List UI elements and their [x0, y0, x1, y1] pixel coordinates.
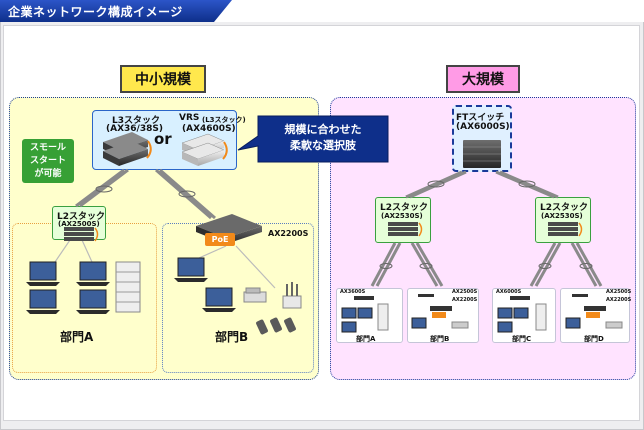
- l3-stack-model: (AX36/38S): [106, 124, 163, 134]
- large-dept-b-devices: [411, 294, 469, 329]
- header-title: 企業ネットワーク構成イメージ: [8, 5, 183, 19]
- dept-b-handsets-icon: [256, 317, 296, 335]
- large-dept-b-label: 部門B: [430, 335, 450, 343]
- ax2200-poe-tag: PoE: [205, 233, 235, 246]
- or-text: or: [154, 130, 172, 148]
- large-dept-a-devices: [341, 296, 389, 333]
- small-uplink-cables: [75, 168, 216, 220]
- badge-line-1: スモール: [29, 143, 66, 153]
- small-start-badge: スモール スタート が可能: [22, 139, 74, 183]
- small-l2-model: (AX2500S): [58, 220, 100, 228]
- dept-a-server-icon: [115, 261, 141, 313]
- dept-b-laptops: [174, 257, 236, 312]
- large-l2-right-model: (AX2530S): [541, 212, 583, 220]
- dept-b-label: 部門B: [215, 330, 249, 344]
- large-dept-d-devices: [565, 294, 623, 329]
- large-l2-left-switch-icon: [388, 222, 423, 237]
- l3-stack-name: L3スタック: [112, 116, 160, 126]
- large-d-switch1-label: AX2500S: [606, 289, 632, 295]
- vrs-model: (AX4600S): [182, 124, 236, 134]
- dept-b-phone-icon: [243, 287, 267, 303]
- large-b-switch2-label: AX2200S: [452, 297, 478, 303]
- large-d-switch2-label: AX2200S: [606, 297, 632, 303]
- large-b-switch1-label: AX2500S: [452, 289, 478, 295]
- small-l2-name: L2スタック: [57, 212, 105, 222]
- vrs-name: VRS: [179, 113, 200, 123]
- large-dept-a-label: 部門A: [356, 335, 376, 343]
- small-l2-switch-icon: [64, 227, 99, 242]
- small-scale-label: 中小規模: [120, 65, 206, 93]
- dept-a-laptops: [26, 261, 110, 314]
- dept-a-label: 部門A: [60, 330, 94, 344]
- large-dept-d-label: 部門D: [584, 335, 604, 343]
- ft-switch-icon: [463, 140, 501, 168]
- callout-line-2: 柔軟な選択肢: [290, 139, 356, 152]
- large-l2-right-switch-icon: [548, 222, 583, 237]
- dept-b-access-point-icon: [282, 282, 302, 309]
- header-tab: [0, 0, 232, 22]
- vrs-name-sub: (L3スタック): [202, 116, 246, 124]
- l3-switch-icon: [103, 132, 152, 166]
- large-scale-label: 大規模: [446, 65, 520, 93]
- callout-text: 規模に合わせた 柔軟な選択肢: [262, 122, 384, 154]
- large-a-switch-label: AX3600S: [340, 289, 366, 295]
- large-l2-left-name: L2スタック: [380, 203, 428, 213]
- badge-line-2: スタート: [29, 156, 66, 166]
- callout-line-1: 規模に合わせた: [284, 123, 362, 136]
- badge-line-3: が可能: [34, 169, 62, 179]
- small-cable-loops: [95, 185, 196, 198]
- callout-shape: [237, 115, 389, 163]
- ax2200-label: AX2200S: [268, 229, 309, 238]
- large-dept-c-devices: [497, 296, 547, 333]
- large-l2-right-name: L2スタック: [540, 203, 588, 213]
- ft-switch-name: FTスイッチ: [456, 113, 505, 123]
- large-c-switch-label: AX6000S: [496, 289, 522, 295]
- ft-switch-model: (AX6000S): [456, 122, 510, 132]
- large-l2-left-model: (AX2530S): [381, 212, 423, 220]
- large-dept-c-label: 部門C: [512, 335, 532, 343]
- large-cable-loops: [379, 180, 593, 269]
- large-uplink-cables: [370, 170, 603, 287]
- vrs-switch-icon: [181, 133, 228, 166]
